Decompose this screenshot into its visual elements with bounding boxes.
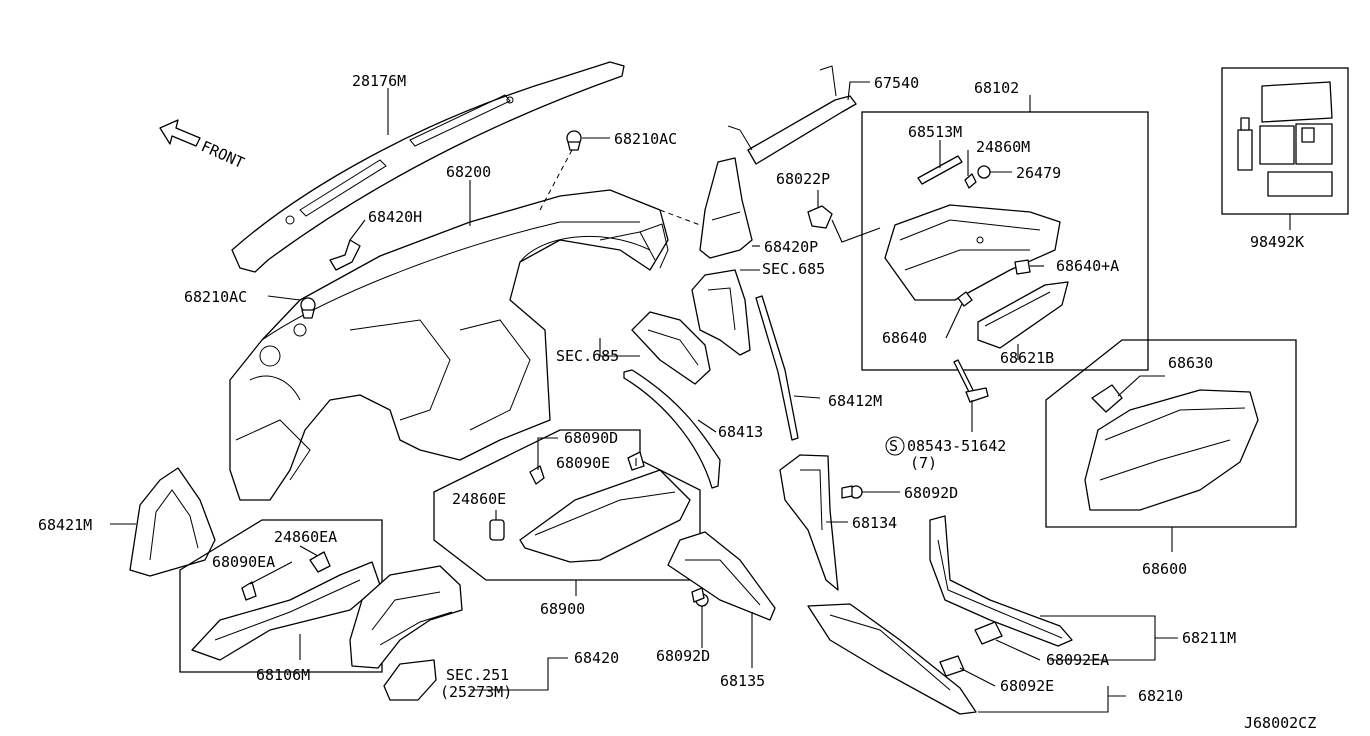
glovebox-lid [1084,389,1259,511]
clip-68092E [939,655,965,677]
diagram-code: J68002CZ [1244,714,1316,732]
label-68210: 68210 [1138,687,1183,705]
label-68421M: 68421M [38,516,92,534]
clip-68022P [807,205,833,229]
clip-68092EA [974,621,1003,645]
glovebox-housing [884,204,1061,301]
rod-68513M [917,155,963,185]
label-68621B: 68621B [1000,349,1054,367]
defroster-grille [231,61,625,273]
clip-24860E [489,519,505,541]
label-24860E: 24860E [452,490,506,508]
label-68134: 68134 [852,514,897,532]
vent-sec685-lower [631,311,711,385]
front-label: FRONT [198,137,247,172]
clip-68092D-mid [841,485,863,499]
leader-lines [110,81,1291,713]
cluster-hood-68420 [349,565,463,669]
latch-68630 [1091,384,1123,413]
clip-68090EA [241,581,257,601]
label-08543: 08543-51642 [907,437,1006,455]
clip-68092D-low [691,587,709,607]
clip-68640A [1014,259,1031,275]
s-symbol: S [889,437,898,455]
label-68135: 68135 [720,672,765,690]
cover-68621B [977,281,1069,349]
label-26479: 26479 [1016,164,1061,182]
side-panel-68134 [779,454,839,591]
label-sec251: SEC.251 [446,666,509,684]
clip-68640 [957,291,973,307]
label-67540: 67540 [874,74,919,92]
group-box-98492K [1221,67,1349,215]
bracket-68420H [329,239,361,271]
clip-24860EA [309,551,331,573]
label-68022P: 68022P [776,170,830,188]
label-68210AC-top: 68210AC [614,130,677,148]
clip-68090D [529,465,545,485]
label-68090EA: 68090EA [212,553,275,571]
label-68640: 68640 [882,329,927,347]
label-68106M: 68106M [256,666,310,684]
label-28176M: 28176M [352,72,406,90]
label-68210AC-left: 68210AC [184,288,247,306]
lower-panel-68106M [191,561,381,661]
label-68211M: 68211M [1182,629,1236,647]
group-box-68102 [861,111,1149,371]
label-sec685-lower: SEC.685 [556,347,619,365]
label-68092EA: 68092EA [1046,651,1109,669]
label-24860M: 24860M [976,138,1030,156]
label-68420: 68420 [574,649,619,667]
group-box-68600 [1045,339,1297,528]
group-box-68900 [433,429,701,581]
s-symbol-icon [885,436,905,456]
label-68092E: 68092E [1000,677,1054,695]
strip-68413 [623,369,721,489]
lower-cover-68900 [519,469,691,563]
console-side-68211M [929,515,1073,647]
trim-68421M [129,467,216,577]
label-68640A: 68640+A [1056,257,1119,275]
label-68420P: 68420P [764,238,818,256]
label-68102: 68102 [974,79,1019,97]
label-25273M: (25273M) [440,683,512,701]
clip-68210AC-top [566,130,582,151]
label-24860EA: 24860EA [274,528,337,546]
label-68600: 68600 [1142,560,1187,578]
label-68092D-low: 68092D [656,647,710,665]
switch-sec251 [383,659,437,701]
bar-67540 [727,65,857,165]
screw-08543 [953,359,989,403]
part-labels: 28176M 68210AC 68200 68420H 68210AC 6754… [38,72,1316,732]
kick-panel-68135 [667,531,776,621]
label-68900: 68900 [540,600,585,618]
label-68090E: 68090E [556,454,610,472]
label-sec685-upper: SEC.685 [762,260,825,278]
bracket-sec685-upper [691,269,751,356]
instrument-panel [229,189,669,501]
front-arrow-icon [159,119,201,147]
kit-98492K [1237,81,1333,197]
label-68413: 68413 [718,423,763,441]
label-08543-qty: (7) [910,454,937,472]
label-68090D: 68090D [564,429,618,447]
label-68420H: 68420H [368,208,422,226]
label-68630: 68630 [1168,354,1213,372]
label-68513M: 68513M [908,123,962,141]
strip-68412M [755,295,799,441]
clip-24860M [964,173,977,189]
label-68200: 68200 [446,163,491,181]
nut-26479 [977,165,991,179]
panel-68420P [699,157,753,259]
label-68412M: 68412M [828,392,882,410]
label-68092D-mid: 68092D [904,484,958,502]
clip-68210AC-left [300,297,316,319]
console-lower-68210 [807,603,977,715]
label-98492K: 98492K [1250,233,1304,251]
